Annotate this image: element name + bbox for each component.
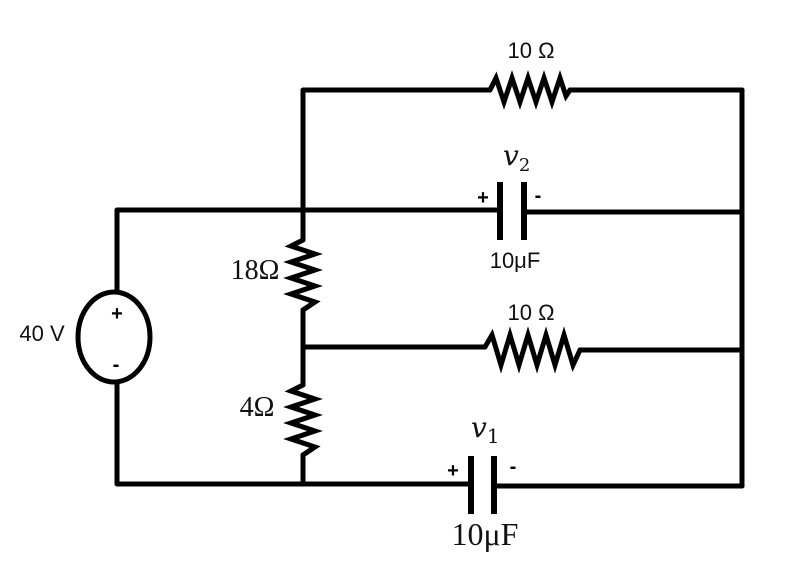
- resistor-18-zigzag: [283, 237, 323, 313]
- wire-top-branch: [300, 87, 493, 213]
- resistor-middle-zigzag: [482, 326, 583, 374]
- capacitor-lower-plus: +: [447, 460, 459, 482]
- voltage-source-circle: [75, 289, 153, 385]
- wires: [114, 87, 745, 489]
- voltage-source-plus: +: [111, 303, 123, 325]
- capacitor-upper-plus: +: [477, 187, 489, 209]
- resistor-4-zigzag: [283, 382, 323, 458]
- capacitor-lower-voltage-label: v1: [471, 411, 500, 448]
- wire-source-top: [114, 207, 503, 296]
- resistor-18-label: 18Ω: [231, 255, 280, 286]
- resistor-18: 18Ω: [231, 237, 323, 313]
- capacitor-lower-value: 10μF: [452, 516, 519, 552]
- capacitor-upper-value: 10μF: [490, 248, 541, 273]
- resistor-middle-label: 10 Ω: [507, 300, 554, 325]
- capacitor-lower: + - v1 10μF: [447, 411, 518, 552]
- resistor-4-label: 4Ω: [240, 392, 275, 423]
- voltage-source-minus: -: [113, 354, 120, 376]
- capacitor-upper-voltage-label: v2: [503, 139, 530, 176]
- resistor-top-zigzag: [487, 70, 573, 110]
- resistor-top: 10 Ω: [487, 38, 573, 110]
- resistor-4: 4Ω: [240, 382, 323, 458]
- voltage-source-label: 40 V: [19, 321, 65, 346]
- wire-source-bottom: [114, 379, 473, 487]
- voltage-source: + - 40 V: [19, 289, 153, 385]
- capacitor-upper-minus: -: [535, 185, 542, 207]
- capacitor-lower-minus: -: [510, 456, 517, 478]
- resistor-top-label: 10 Ω: [507, 38, 554, 63]
- resistor-middle: 10 Ω: [482, 300, 583, 374]
- capacitor-upper: + - v2 10μF: [477, 139, 541, 273]
